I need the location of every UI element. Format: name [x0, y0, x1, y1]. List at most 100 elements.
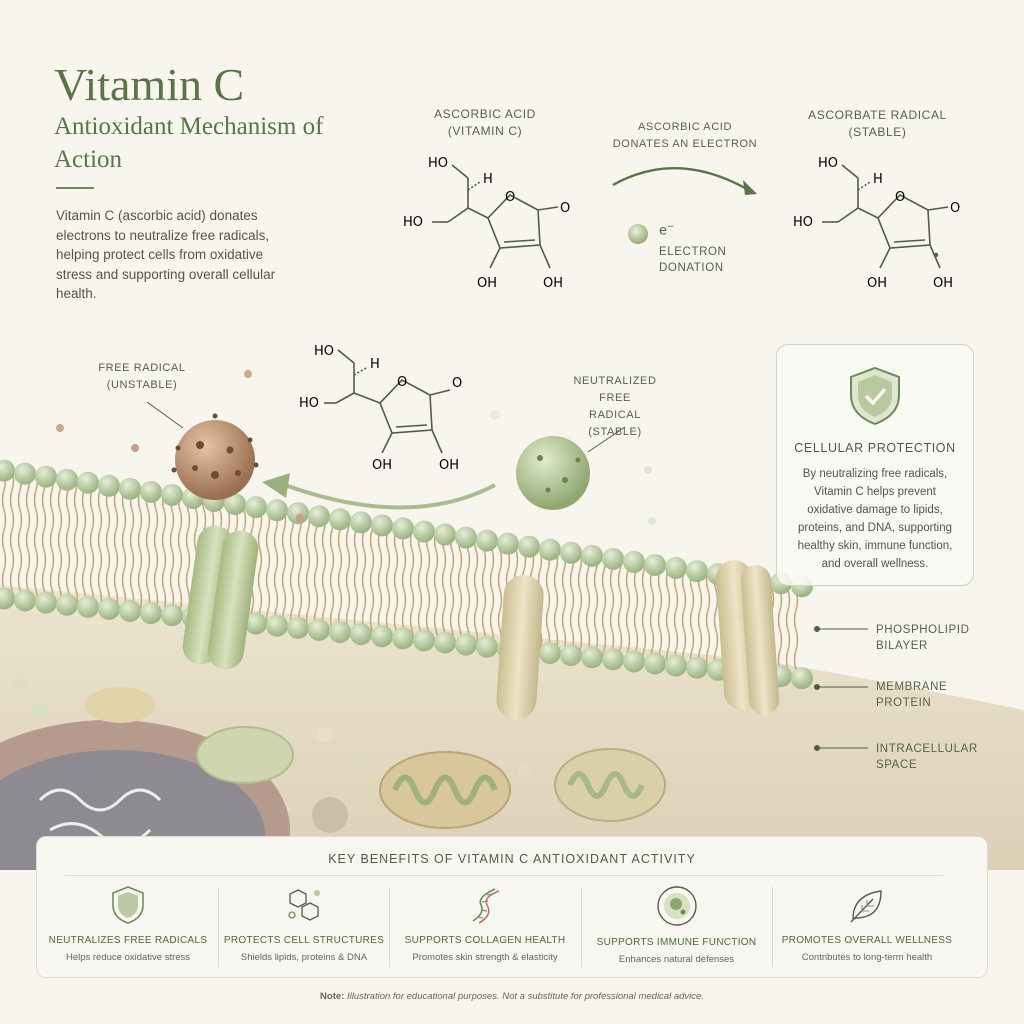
mol3-o-ring: O: [397, 375, 407, 390]
benefit-separator: [389, 887, 390, 967]
ascorbate-radical-label: ASCORBATE RADICAL (STABLE): [808, 108, 947, 139]
mol3-oh-left: OH: [372, 458, 392, 473]
phospholipid-head: [560, 541, 582, 564]
phospholipid-head: [455, 526, 477, 549]
dna-icon: [472, 888, 500, 924]
phospholipid-head: [644, 652, 666, 675]
phospholipid-head: [224, 493, 246, 516]
electron-donation-arrow-label: ASCORBIC ACID DONATES AN ELECTRON: [612, 121, 758, 150]
phospholipid-head: [602, 547, 624, 570]
mol2-o-carbonyl: O: [950, 201, 960, 216]
ascorbic-acid-molecule: HO H HO O O OH OH: [403, 156, 570, 291]
phospholipid-head: [14, 462, 36, 485]
phospholipid-head: [245, 612, 267, 635]
electron-particle-icon: [628, 224, 648, 244]
intro-text: Vitamin C (ascorbic acid) donates electr…: [56, 208, 276, 301]
molecule-icon: [288, 889, 320, 921]
phospholipid-head: [791, 667, 813, 690]
phospholipid-head: [350, 623, 372, 646]
legend-membrane-protein: MEMBRANE PROTEIN: [876, 681, 948, 709]
phospholipid-head: [539, 642, 561, 664]
phospholipid-head: [371, 514, 393, 537]
page-subtitle: Antioxidant Mechanism of Action: [54, 113, 324, 173]
ascorbic-acid-label: ASCORBIC ACID (VITAMIN C): [434, 107, 536, 138]
phospholipid-head: [644, 553, 666, 576]
benefits-divider: [65, 875, 943, 876]
mol3-oh-right: OH: [439, 458, 459, 473]
phospholipid-head: [518, 535, 540, 558]
phospholipid-head: [14, 589, 36, 612]
mol3-ho-left: HO: [299, 396, 319, 411]
phospholipid-head: [455, 633, 477, 656]
mol2-h: H: [873, 172, 883, 187]
benefit-title: PROMOTES OVERALL WELLNESS: [781, 935, 953, 946]
phospholipid-head: [140, 480, 162, 503]
benefit-desc: Helps reduce oxidative stress: [65, 952, 191, 963]
phospholipid-head: [119, 600, 141, 622]
phospholipid-head: [392, 627, 414, 650]
phospholipid-head: [98, 474, 120, 497]
phospholipid-head: [686, 656, 708, 679]
title-divider: [56, 187, 94, 189]
mol3-ho-top: HO: [314, 344, 334, 359]
phospholipid-head: [392, 517, 414, 540]
benefit-separator: [581, 887, 582, 967]
benefit-desc: Enhances natural defenses: [618, 954, 735, 965]
benefit-item: SUPPORTS COLLAGEN HEALTH Promotes skin s…: [389, 885, 581, 963]
phospholipid-head: [497, 532, 519, 555]
phospholipid-head: [287, 616, 309, 639]
phospholipid-head: [161, 604, 183, 627]
mol1-o-ring: O: [505, 190, 515, 205]
card-title: CELLULAR PROTECTION: [794, 441, 956, 455]
legend-intracellular-space: INTRACELLULAR SPACE: [876, 743, 978, 771]
mol3-o-carbonyl: O: [452, 376, 462, 391]
immune-cell-icon: [656, 886, 697, 926]
mol1-o-carbonyl: O: [560, 201, 570, 216]
phospholipid-head: [119, 477, 141, 500]
phospholipid-head: [413, 520, 435, 543]
benefit-title: SUPPORTS IMMUNE FUNCTION: [596, 937, 757, 948]
phospholipid-head: [413, 629, 435, 652]
phospholipid-head: [686, 560, 708, 583]
phospholipid-head: [77, 595, 99, 618]
phospholipid-head: [245, 496, 267, 519]
phospholipid-head: [266, 614, 288, 637]
benefits-title: KEY BENEFITS OF VITAMIN C ANTIOXIDANT AC…: [328, 852, 696, 866]
phospholipid-head: [665, 654, 687, 677]
ascorbate-radical-molecule: HO H HO O O OH OH: [793, 156, 960, 291]
phospholipid-head: [266, 499, 288, 522]
phospholipid-head: [0, 459, 15, 482]
electron-symbol: e−: [659, 222, 675, 239]
phospholipid-head: [329, 508, 351, 531]
benefit-separator: [218, 887, 219, 967]
phospholipid-head: [140, 602, 162, 625]
benefit-item: NEUTRALIZES FREE RADICALS Helps reduce o…: [37, 885, 219, 963]
phospholipid-head: [623, 550, 645, 573]
benefit-title: NEUTRALIZES FREE RADICALS: [48, 935, 208, 946]
phospholipid-head: [371, 625, 393, 648]
phospholipid-head: [308, 618, 330, 641]
phospholipid-head: [602, 648, 624, 671]
electron-donation-label: ELECTRON DONATION: [659, 246, 727, 274]
cell-membrane-illustration: [0, 370, 1024, 870]
phospholipid-head: [581, 646, 603, 669]
phospholipid-head: [581, 544, 603, 567]
mol1-ho-top: HO: [428, 156, 448, 171]
shield-check-icon: [850, 366, 900, 426]
page-title: Vitamin C: [54, 59, 245, 110]
cellular-protection-card: CELLULAR PROTECTION By neutralizing free…: [776, 344, 974, 586]
mol2-ho-left: HO: [793, 215, 813, 230]
phospholipid-head: [434, 631, 456, 654]
phospholipid-head: [0, 587, 15, 610]
phospholipid-head: [161, 483, 183, 506]
phospholipid-head: [56, 593, 78, 616]
mol1-oh-right: OH: [543, 276, 563, 291]
phospholipid-head: [98, 597, 120, 620]
phospholipid-head: [350, 511, 372, 534]
phospholipid-head: [476, 529, 498, 552]
phospholipid-head: [329, 621, 351, 643]
phospholipid-head: [434, 523, 456, 546]
mol1-ho-left: HO: [403, 215, 423, 230]
benefit-desc: Contributes to long-term health: [801, 952, 933, 963]
benefit-title: SUPPORTS COLLAGEN HEALTH: [404, 935, 566, 946]
